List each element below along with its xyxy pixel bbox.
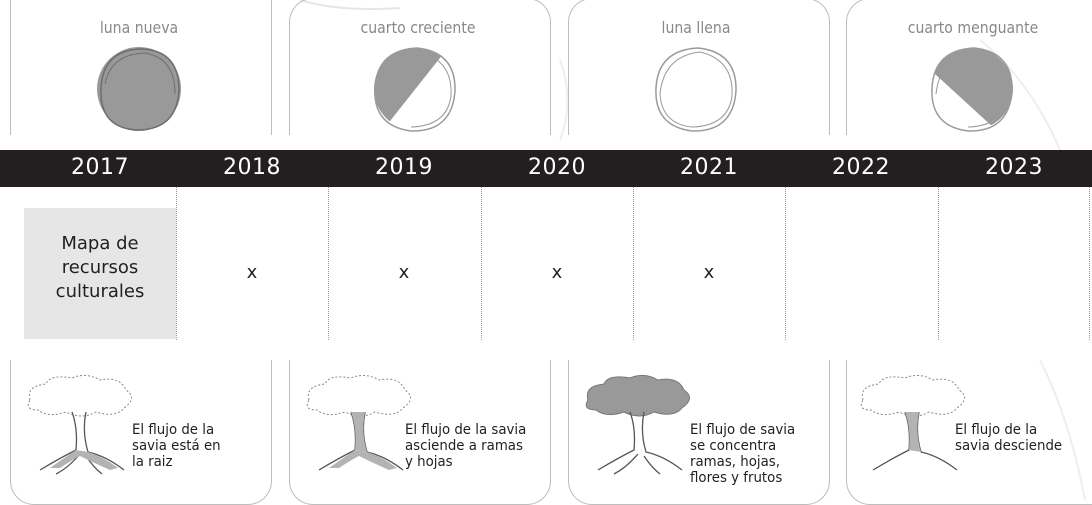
mark-2020: x (551, 262, 563, 283)
sap-line: El flujo de la savia (405, 422, 527, 438)
sap-text-1: El flujo de la savia está en la raiz (132, 422, 221, 470)
phase-panel-luna-llena (568, 0, 830, 135)
column-divider (785, 187, 786, 340)
year-2018: 2018 (223, 155, 281, 180)
column-divider (938, 187, 939, 340)
sap-line: El flujo de la (132, 422, 215, 438)
moon-first-quarter-icon (374, 47, 456, 132)
sap-line: se concentra (690, 438, 777, 454)
sap-text-4: El flujo de la savia desciende (955, 422, 1062, 454)
highlight-line: Mapa de (61, 233, 139, 254)
phase-panel-cuarto-menguante (846, 0, 1092, 135)
highlight-cell (24, 208, 176, 339)
mark-2019: x (398, 262, 410, 283)
sap-line: ramas, hojas, (690, 454, 780, 470)
phase-label-luna-nueva: luna nueva (99, 18, 179, 37)
moon-new-icon (97, 47, 181, 131)
tree-branches-icon (306, 374, 411, 471)
highlight-line: recursos (61, 257, 139, 278)
sap-line: y hojas (405, 454, 453, 470)
column-divider (633, 187, 634, 340)
tree-canopy-icon (585, 374, 690, 475)
phase-label-cuarto-menguante: cuarto menguante (907, 18, 1039, 37)
year-bar (0, 150, 1092, 187)
sap-line: El flujo de savia (690, 422, 796, 438)
moon-full-icon (655, 47, 737, 132)
phase-panel-luna-nueva (10, 0, 272, 135)
sap-line: la raiz (132, 454, 173, 470)
column-divider (1089, 187, 1090, 340)
sap-text-3: El flujo de savia se concentra ramas, ho… (690, 422, 795, 486)
year-2017: 2017 (71, 155, 129, 180)
sap-line: savia está en (132, 438, 221, 454)
highlight-label: Mapa de recursos culturales (24, 232, 176, 304)
highlight-line: culturales (55, 281, 145, 302)
column-divider (328, 187, 329, 340)
year-2019: 2019 (375, 155, 433, 180)
year-2023: 2023 (985, 155, 1043, 180)
phase-label-luna-llena: luna llena (661, 18, 731, 37)
mark-2018: x (246, 262, 258, 283)
year-2021: 2021 (680, 155, 738, 180)
moon-last-quarter-icon (931, 47, 1013, 132)
mark-2021: x (703, 262, 715, 283)
sap-line: savia desciende (955, 438, 1063, 454)
phase-label-cuarto-creciente: cuarto creciente (360, 18, 476, 37)
sap-text-2: El flujo de la savia asciende a ramas y … (405, 422, 526, 470)
column-divider (481, 187, 482, 340)
year-2022: 2022 (832, 155, 890, 180)
sap-line: flores y frutos (690, 470, 783, 486)
tree-roots-icon (27, 374, 132, 475)
sap-line: El flujo de la (955, 422, 1038, 438)
column-divider (176, 187, 177, 340)
year-2020: 2020 (528, 155, 586, 180)
tree-descend-icon (860, 374, 965, 471)
phase-panel-cuarto-creciente (289, 0, 551, 135)
sap-line: asciende a ramas (405, 438, 523, 454)
